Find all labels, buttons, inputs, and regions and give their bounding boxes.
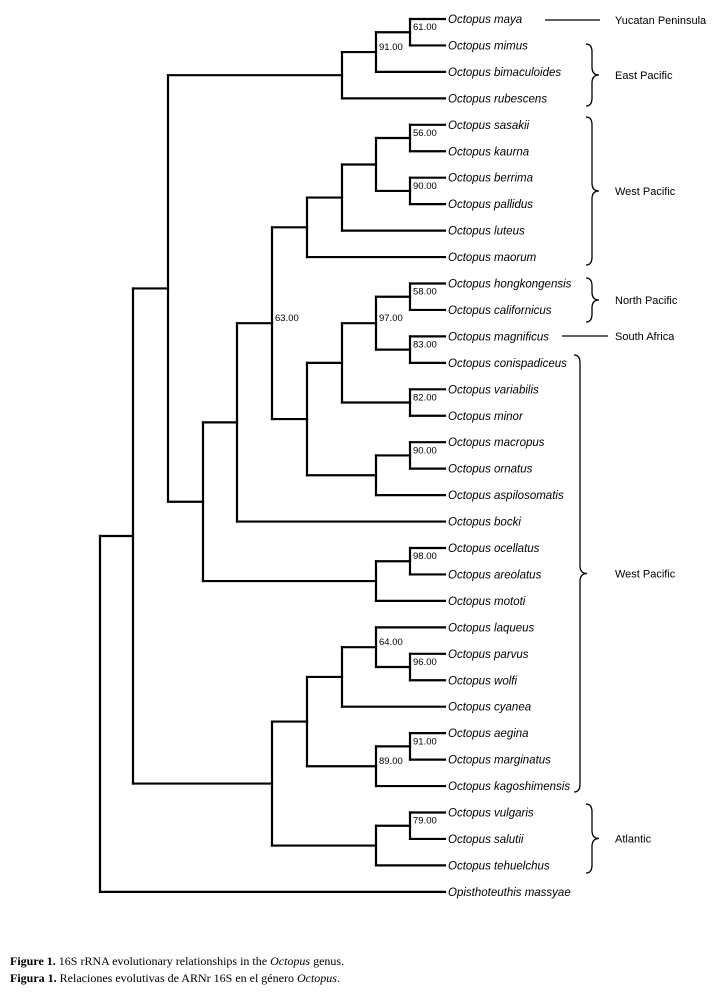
taxon-label: Octopus berrima (448, 173, 533, 185)
bootstrap-value: 97.00 (379, 313, 403, 324)
taxon-label: Octopus wolfi (448, 675, 517, 687)
region-label: West Pacific (615, 569, 676, 581)
taxon-label: Octopus ocellatus (448, 543, 540, 555)
tree-branches (98, 17, 447, 893)
bootstrap-value: 91.00 (413, 736, 437, 747)
region-label: North Pacific (615, 295, 678, 307)
taxon-label: Octopus sasakii (448, 120, 530, 132)
taxon-label: Octopus magnificus (448, 331, 549, 343)
figure-caption: Figure 1. 16S rRNA evolutionary relation… (10, 953, 344, 987)
taxon-label: Octopus tehuelchus (448, 860, 550, 872)
taxon-label: Octopus areolatus (448, 569, 542, 581)
caption-es-label: Figura 1. (10, 971, 57, 985)
taxon-label: Octopus variabilis (448, 384, 539, 396)
region-bracket (585, 43, 600, 107)
taxon-label: Octopus hongkongensis (448, 279, 572, 291)
region-bracket (585, 116, 600, 266)
bootstrap-value: 79.00 (413, 816, 437, 827)
taxon-label: Octopus minor (448, 411, 524, 423)
taxon-label: Octopus aegina (448, 728, 529, 740)
caption-es-text: Relaciones evolutivas de ARNr 16S en el … (56, 971, 297, 985)
bootstrap-value: 63.00 (275, 313, 299, 324)
bootstrap-value: 91.00 (379, 42, 403, 53)
region-label: East Pacific (615, 70, 673, 82)
taxon-label: Octopus luteus (448, 226, 525, 238)
bootstrap-value: 90.00 (413, 445, 437, 456)
taxon-label: Octopus mimus (448, 40, 528, 52)
region-label: West Pacific (615, 186, 676, 198)
taxon-label: Octopus mototi (448, 596, 526, 608)
taxon-label: Octopus kagoshimensis (448, 781, 570, 793)
bootstrap-value: 83.00 (413, 340, 437, 351)
region-label: South Africa (615, 331, 675, 343)
caption-english: Figure 1. 16S rRNA evolutionary relation… (10, 953, 344, 970)
taxon-label: Octopus bocki (448, 517, 521, 529)
taxon-label: Octopus ornatus (448, 464, 533, 476)
taxon-label: Octopus rubescens (448, 93, 547, 105)
taxon-label: Octopus kaurna (448, 146, 529, 158)
taxon-label: Octopus pallidus (448, 199, 533, 211)
region-label: Yucatan Peninsula (615, 15, 707, 27)
bootstrap-value: 89.00 (379, 756, 403, 767)
taxon-label: Octopus laqueus (448, 622, 535, 634)
bootstrap-value: 98.00 (413, 551, 437, 562)
caption-en-text-end: genus. (310, 954, 345, 968)
taxon-label: Octopus vulgaris (448, 808, 534, 820)
taxon-label: Octopus maya (448, 14, 522, 26)
caption-es-genus: Octopus (296, 971, 337, 985)
caption-es-text-end: . (336, 971, 340, 985)
taxon-label: Octopus californicus (448, 305, 552, 317)
taxon-label: Octopus salutii (448, 834, 524, 846)
region-bracket (585, 277, 600, 323)
region-label: Atlantic (615, 834, 652, 846)
taxon-label: Octopus parvus (448, 649, 529, 661)
caption-spanish: Figura 1. Relaciones evolutivas de ARNr … (10, 970, 344, 987)
caption-en-label: Figure 1. (10, 954, 56, 968)
bootstrap-value: 58.00 (413, 287, 437, 298)
bootstrap-value: 82.00 (413, 393, 437, 404)
bootstrap-value: 96.00 (413, 657, 437, 668)
caption-en-text: 16S rRNA evolutionary relationships in t… (55, 954, 271, 968)
bootstrap-value: 61.00 (413, 22, 437, 33)
region-bracket (573, 354, 588, 793)
taxon-label: Octopus marginatus (448, 755, 551, 767)
caption-en-genus: Octopus (270, 954, 311, 968)
taxon-label: Octopus aspilosomatis (448, 490, 564, 502)
taxon-label: Opisthoteuthis massyae (448, 887, 571, 899)
taxon-label: Octopus cyanea (448, 702, 531, 714)
bootstrap-value: 90.00 (413, 181, 437, 192)
bootstrap-value: 56.00 (413, 128, 437, 139)
bootstrap-value: 64.00 (379, 637, 403, 648)
taxon-label: Octopus maorum (448, 252, 537, 264)
taxon-label: Octopus bimaculoides (448, 67, 561, 79)
region-bracket (585, 803, 600, 874)
taxon-label: Octopus conispadiceus (448, 358, 567, 370)
bootstrap-values: 61.00 91.00 56.00 90.00 58.00 83.00 97.00 82.00… (275, 22, 437, 827)
taxon-label: Octopus macropus (448, 437, 545, 449)
